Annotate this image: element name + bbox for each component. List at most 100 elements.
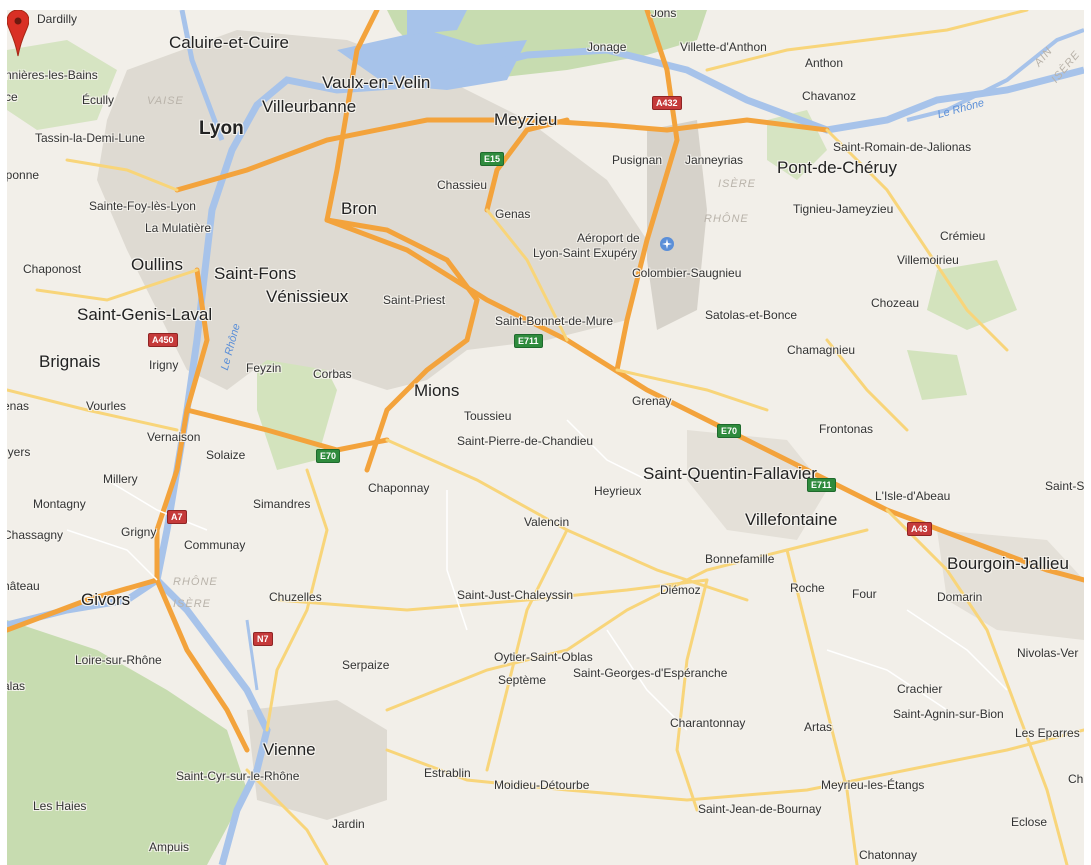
place-chaponost-west-2[interactable]: enas <box>7 399 30 413</box>
place-corbas[interactable]: Corbas <box>313 367 352 381</box>
place-roche[interactable]: Roche <box>790 581 825 595</box>
place-jonage[interactable]: Jonage <box>587 40 627 54</box>
place-l-isle-d-abeau[interactable]: L'Isle-d'Abeau <box>875 489 951 503</box>
place-vienne[interactable]: Vienne <box>263 740 316 759</box>
place-colombier-saugnieu[interactable]: Colombier-Saugnieu <box>632 266 742 280</box>
place-janneyrias[interactable]: Janneyrias <box>685 153 744 167</box>
place-chassagny[interactable]: Chassagny <box>7 528 64 542</box>
place-chaponnay[interactable]: Chaponnay <box>368 481 430 495</box>
place-villemoirieu[interactable]: Villemoirieu <box>897 253 959 267</box>
place-four[interactable]: Four <box>852 587 877 601</box>
place-chaponost-west-4[interactable]: alas <box>7 679 26 693</box>
location-pin-icon[interactable] <box>7 10 29 60</box>
place-saint-fons[interactable]: Saint-Fons <box>214 264 297 283</box>
place-charantonnay[interactable]: Charantonnay <box>670 716 746 730</box>
road-shield-e711-west[interactable]: E711 <box>514 334 543 348</box>
place-charbonnieres-les-bains[interactable]: nnières-les-Bains <box>7 68 98 82</box>
place-saint-just-chaleyssin[interactable]: Saint-Just-Chaleyssin <box>457 588 574 602</box>
place-chateau[interactable]: hâteau <box>7 579 40 593</box>
place-sainte-foy-les-lyon[interactable]: Sainte-Foy-lès-Lyon <box>89 199 196 213</box>
place-oullins[interactable]: Oullins <box>131 255 183 274</box>
place-chozeau[interactable]: Chozeau <box>871 296 920 310</box>
place-lyon-saint-exupery[interactable]: Lyon-Saint Exupéry <box>533 246 638 260</box>
place-pusignan[interactable]: Pusignan <box>612 153 663 167</box>
place-chamagnieu[interactable]: Chamagnieu <box>787 343 856 357</box>
road-shield-e70-west[interactable]: E70 <box>316 449 341 463</box>
road-shield-e15[interactable]: E15 <box>480 152 505 166</box>
map-canvas[interactable]: Dardilly Caluire-et-Cuire nnières-les-Ba… <box>7 10 1084 865</box>
place-ecully[interactable]: Écully <box>82 93 115 107</box>
road-shield-e711-east[interactable]: E711 <box>807 478 836 492</box>
place-villeurbanne[interactable]: Villeurbanne <box>262 97 357 116</box>
place-bonnefamille[interactable]: Bonnefamille <box>705 552 775 566</box>
place-cremieu[interactable]: Crémieu <box>940 229 986 243</box>
place-grenay[interactable]: Grenay <box>632 394 672 408</box>
place-nivolas-vermelle[interactable]: Nivolas-Ver <box>1017 646 1079 660</box>
place-saint-jean-de-bournay[interactable]: Saint-Jean-de-Bournay <box>698 802 822 816</box>
airport-icon[interactable] <box>659 236 675 252</box>
place-lyon[interactable]: Lyon <box>199 118 244 139</box>
place-chaponost[interactable]: Chaponost <box>23 262 82 276</box>
place-saint-pierre-de-chandieu[interactable]: Saint-Pierre-de-Chandieu <box>457 434 594 448</box>
road-shield-a43[interactable]: A43 <box>907 522 932 536</box>
place-moidieu-detourbe[interactable]: Moidieu-Détourbe <box>494 778 590 792</box>
place-dardilly[interactable]: Dardilly <box>37 12 78 26</box>
place-saint-s[interactable]: Saint-S <box>1045 479 1084 493</box>
place-bron[interactable]: Bron <box>341 199 377 218</box>
place-bourgoin-jallieu[interactable]: Bourgoin-Jallieu <box>947 554 1069 573</box>
place-ampuis[interactable]: Ampuis <box>149 840 190 854</box>
place-chavanoz[interactable]: Chavanoz <box>802 89 857 103</box>
place-saint-cyr-sur-le-rhone[interactable]: Saint-Cyr-sur-le-Rhône <box>176 769 300 783</box>
place-pont-de-cheruy[interactable]: Pont-de-Chéruy <box>777 158 898 177</box>
place-meyzieu[interactable]: Meyzieu <box>494 110 558 129</box>
place-venissieux[interactable]: Vénissieux <box>266 287 349 306</box>
place-vourles[interactable]: Vourles <box>86 399 127 413</box>
place-chuzelles[interactable]: Chuzelles <box>269 590 322 604</box>
place-saint-georges-d-esperanche[interactable]: Saint-Georges-d'Espéranche <box>573 666 728 680</box>
place-frontonas[interactable]: Frontonas <box>819 422 874 436</box>
place-feyzin[interactable]: Feyzin <box>246 361 282 375</box>
place-artas[interactable]: Artas <box>804 720 833 734</box>
place-montagny[interactable]: Montagny <box>33 497 86 511</box>
place-irigny[interactable]: Irigny <box>149 358 179 372</box>
place-diemoz[interactable]: Diémoz <box>660 583 701 597</box>
place-vernaison[interactable]: Vernaison <box>147 430 201 444</box>
place-loire-sur-rhone[interactable]: Loire-sur-Rhône <box>75 653 162 667</box>
place-brignais[interactable]: Brignais <box>39 352 101 371</box>
place-millery[interactable]: Millery <box>103 472 138 486</box>
place-eclose[interactable]: Eclose <box>1011 815 1048 829</box>
place-les-eparres[interactable]: Les Eparres <box>1015 726 1080 740</box>
place-satolas-et-bonce[interactable]: Satolas-et-Bonce <box>705 308 798 322</box>
place-les-haies[interactable]: Les Haies <box>33 799 87 813</box>
place-aeroport-de[interactable]: Aéroport de <box>577 231 640 245</box>
place-chassieu[interactable]: Chassieu <box>437 178 488 192</box>
place-simandres[interactable]: Simandres <box>253 497 311 511</box>
place-givors[interactable]: Givors <box>81 590 131 609</box>
place-mions[interactable]: Mions <box>414 381 460 400</box>
place-anthon[interactable]: Anthon <box>805 56 844 70</box>
place-tassin-la-demi-lune[interactable]: Tassin-la-Demi-Lune <box>35 131 146 145</box>
road-shield-e70-east[interactable]: E70 <box>717 424 742 438</box>
place-saint-romain-de-jalionas[interactable]: Saint-Romain-de-Jalionas <box>833 140 972 154</box>
place-estrablin[interactable]: Estrablin <box>424 766 471 780</box>
place-chatonnay[interactable]: Chatonnay <box>859 848 918 862</box>
place-saint-priest[interactable]: Saint-Priest <box>383 293 446 307</box>
place-caluire-et-cuire[interactable]: Caluire-et-Cuire <box>169 33 289 52</box>
place-ch[interactable]: Ch <box>1068 772 1084 786</box>
place-villefontaine[interactable]: Villefontaine <box>745 510 838 529</box>
place-grigny[interactable]: Grigny <box>121 525 157 539</box>
place-valencin[interactable]: Valencin <box>524 515 570 529</box>
road-shield-a432[interactable]: A432 <box>652 96 682 110</box>
place-serpaize[interactable]: Serpaize <box>342 658 390 672</box>
place-oytier-saint-oblas[interactable]: Oytier-Saint-Oblas <box>494 650 593 664</box>
place-communay[interactable]: Communay <box>184 538 246 552</box>
place-genas[interactable]: Genas <box>495 207 531 221</box>
place-saint-agnin-sur-bion[interactable]: Saint-Agnin-sur-Bion <box>893 707 1004 721</box>
place-la-mulatiere[interactable]: La Mulatière <box>145 221 212 235</box>
place-jons[interactable]: Jons <box>651 10 677 20</box>
place-villette-d-anthon[interactable]: Villette-d'Anthon <box>680 40 767 54</box>
place-chaponost-west[interactable]: aponne <box>7 168 40 182</box>
road-shield-n7[interactable]: N7 <box>253 632 273 646</box>
place-domarin[interactable]: Domarin <box>937 590 983 604</box>
place-heyrieux[interactable]: Heyrieux <box>594 484 642 498</box>
